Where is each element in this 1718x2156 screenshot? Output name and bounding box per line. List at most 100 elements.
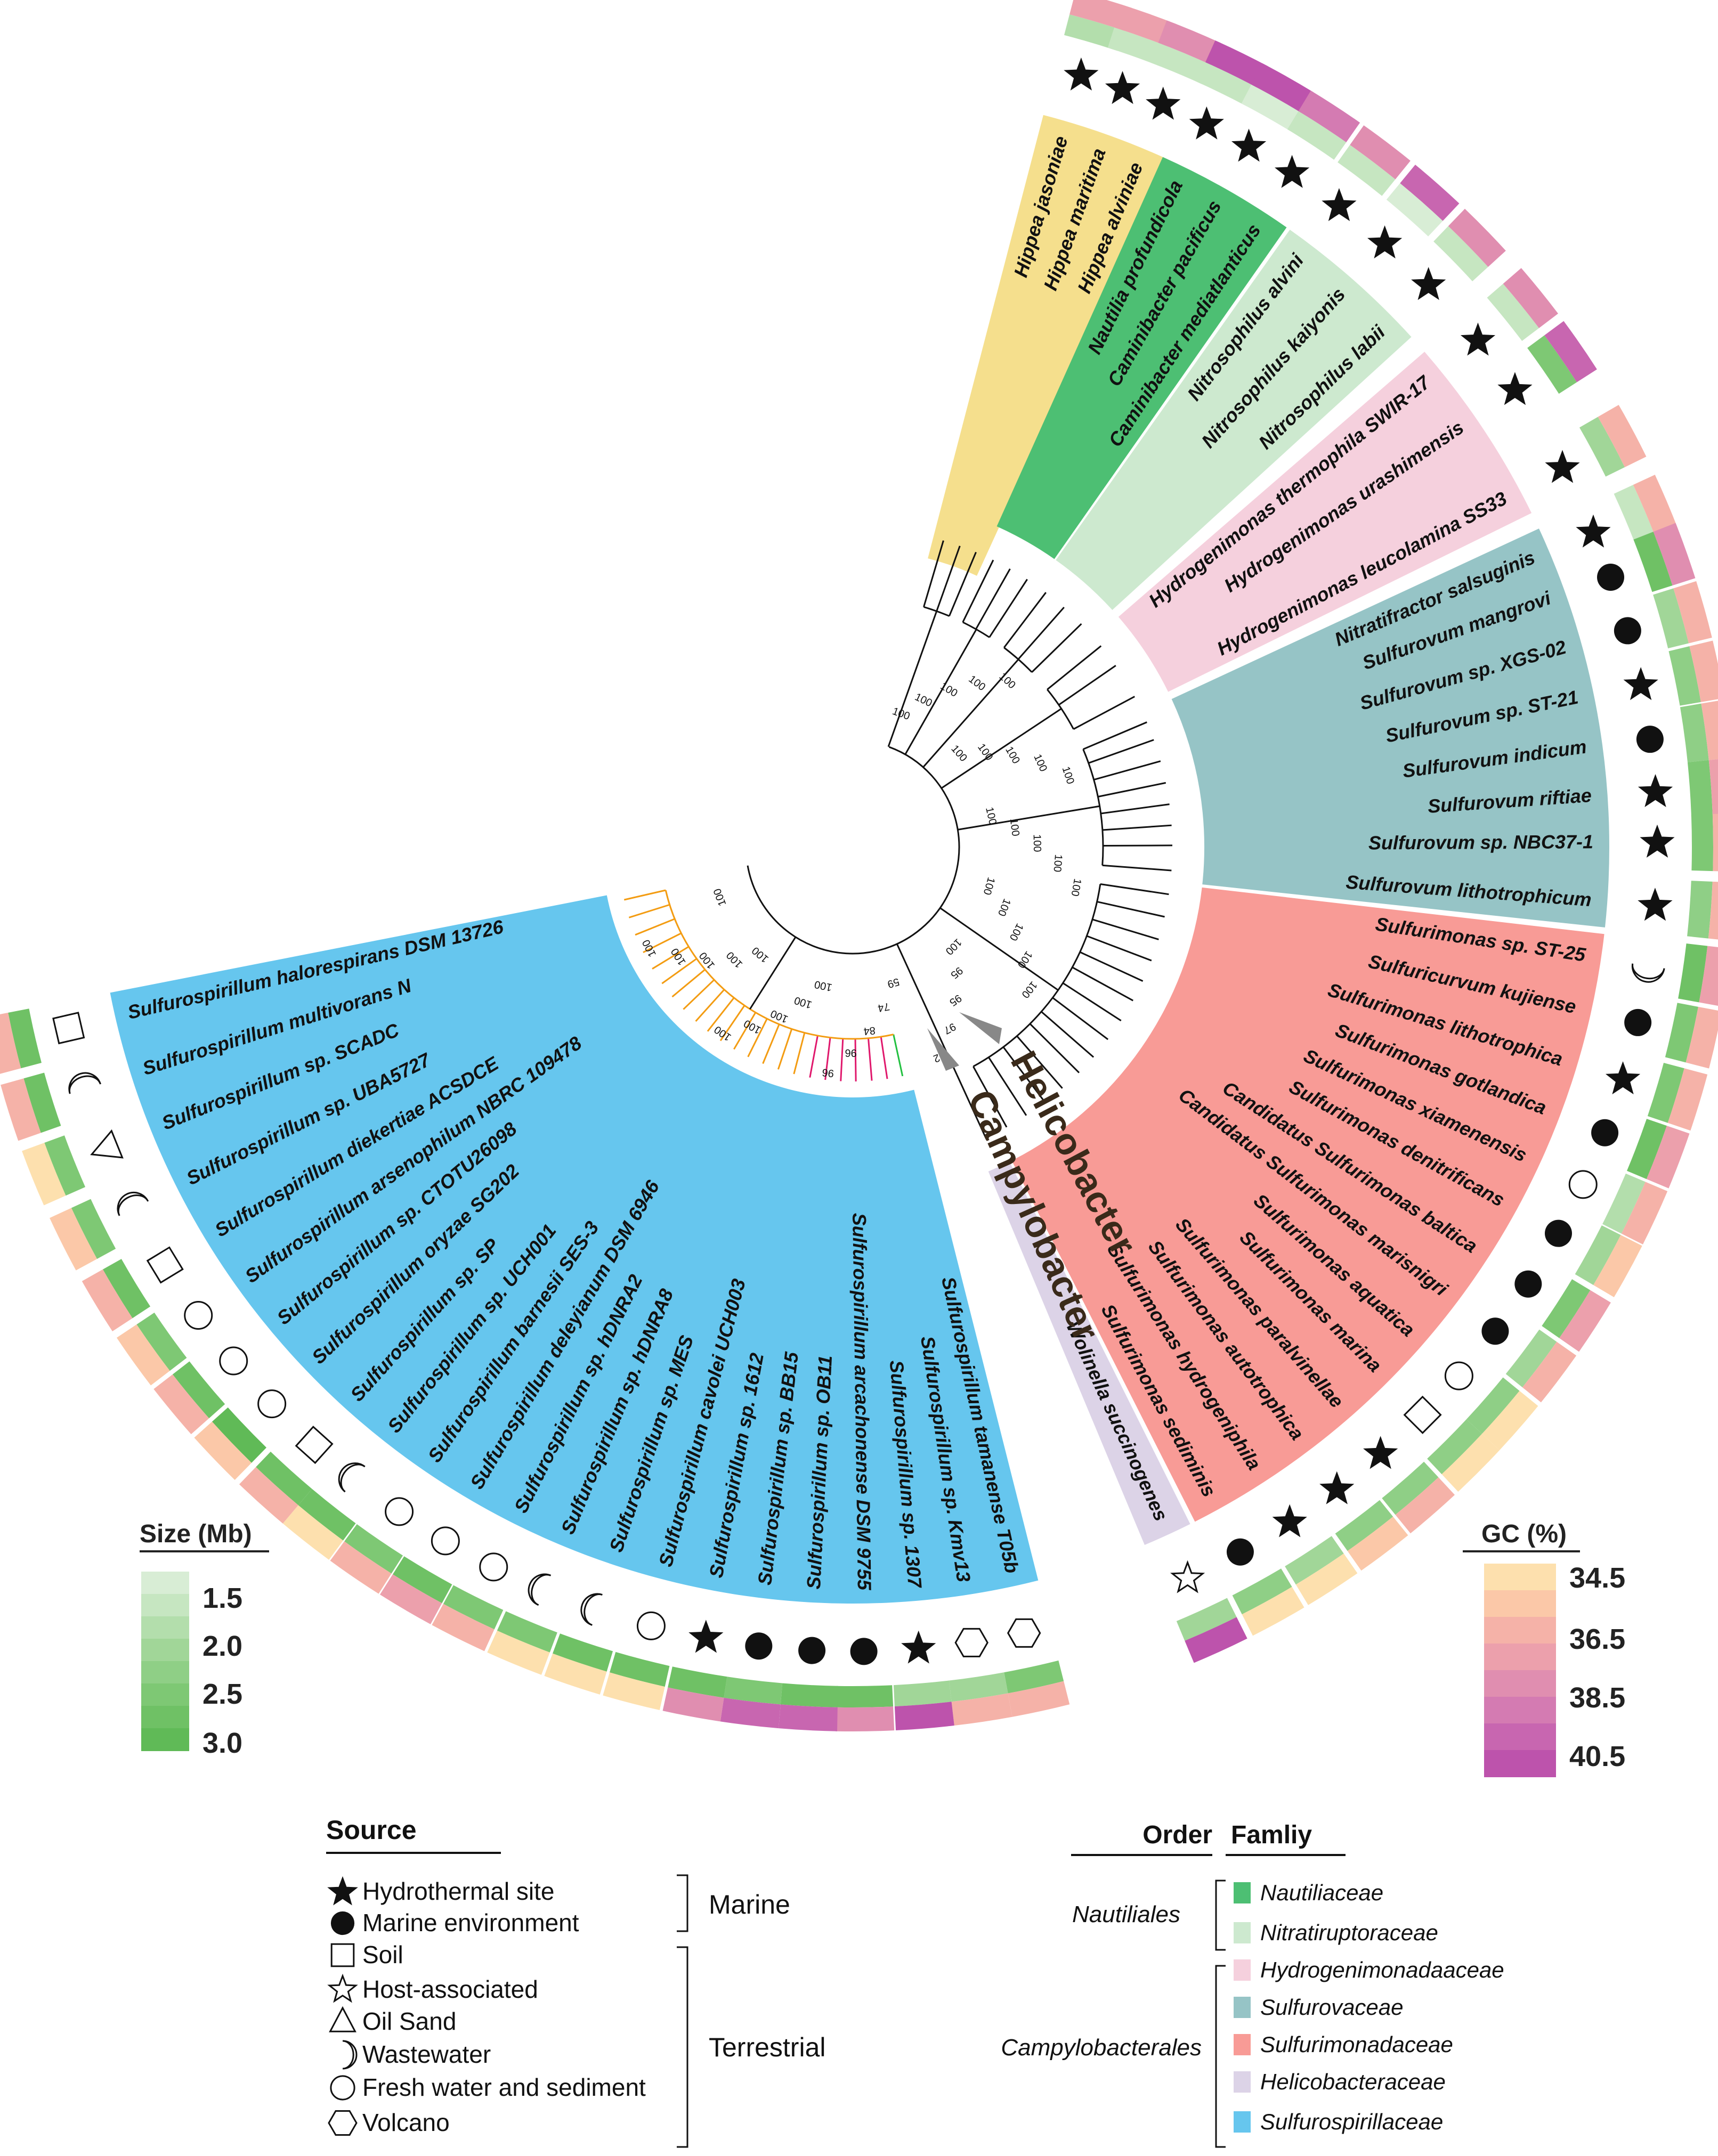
tip-branch (707, 997, 735, 1032)
gc-cell (1242, 1587, 1304, 1636)
size-cell (553, 1633, 613, 1672)
tip-branch (1093, 760, 1161, 781)
size-cell (1382, 1461, 1439, 1515)
sector-nitratiruptoraceae (1056, 230, 1412, 610)
tip-branch (1017, 606, 1065, 660)
source-legend-symbol (330, 1943, 355, 1967)
size-tick-3: 2.5 (202, 1678, 242, 1710)
family-swatch (1234, 1922, 1251, 1943)
gc-cell (1689, 640, 1718, 702)
taxon-label: Sulfurospirillum arcachonense DSM 9755 (848, 1213, 876, 1591)
tip-branch (1029, 1023, 1080, 1073)
source-symbol (1146, 86, 1181, 120)
size-cell (8, 1008, 42, 1069)
source-symbol (1367, 225, 1403, 259)
bootstrap-value: 100 (981, 876, 997, 896)
gc-cell (1646, 1126, 1690, 1189)
gc-cell (544, 1653, 607, 1695)
size-legend: Size (Mb) 1.5 2.0 2.5 3.0 (140, 1520, 269, 1759)
tip-branch (635, 918, 675, 936)
size-cell (949, 1672, 1008, 1702)
tip-branch (956, 1074, 987, 1138)
source-legend-title: Source (326, 1815, 417, 1845)
root-arc (747, 746, 960, 955)
gc-cell (1598, 405, 1647, 467)
family-name: Nitratiruptoraceae (1260, 1920, 1438, 1945)
gc-tick-4: 40.5 (1569, 1740, 1625, 1772)
tip-branch (1092, 918, 1159, 940)
source-symbol (1444, 1361, 1473, 1390)
source-item-freshwater: Fresh water and sediment (362, 2073, 646, 2101)
source-item-hydrothermal: Hydrothermal site (362, 1877, 554, 1905)
gc-cell (1295, 1553, 1358, 1605)
size-cell (1653, 588, 1689, 648)
size-cell (136, 1312, 187, 1371)
source-legend: Source Hydrothermal site Marine environm… (326, 1815, 825, 2148)
tip-branch (988, 579, 1028, 638)
source-symbol (1189, 106, 1224, 140)
size-cell (1614, 485, 1656, 546)
source-symbol (1231, 128, 1267, 162)
gc-legend-title: GC (%) (1481, 1520, 1567, 1548)
gc-cell (22, 1143, 66, 1206)
size-cell (1241, 84, 1301, 131)
gc-tick-1: 34.5 (1569, 1562, 1625, 1594)
gc-tick-3: 38.5 (1569, 1682, 1625, 1714)
order-campylobacterales: Campylobacterales (1001, 2035, 1202, 2061)
gc-cell (1185, 1617, 1247, 1663)
gc-colorbar-step (1484, 1750, 1556, 1777)
source-item-oilsand: Oil Sand (362, 2007, 456, 2035)
source-symbol (1605, 1061, 1641, 1095)
sector-hippea (928, 115, 1168, 576)
size-tick-2: 2.0 (202, 1630, 242, 1662)
tip-branch (671, 969, 706, 998)
source-symbol (1545, 450, 1580, 483)
gc-cell (662, 1687, 724, 1722)
gc-cell (1400, 165, 1460, 221)
source-symbol (745, 1632, 773, 1660)
source-legend-symbol (329, 2006, 356, 2032)
source-symbol (1544, 1219, 1572, 1247)
bootstrap-value: 100 (1019, 979, 1039, 1000)
source-legend-symbol (342, 2040, 358, 2070)
family-swatch (1234, 1882, 1251, 1903)
bootstrap-value: 100 (724, 949, 745, 970)
size-cell (668, 1666, 727, 1698)
size-tick-1: 1.5 (202, 1582, 242, 1614)
gc-colorbar-step (1484, 1697, 1556, 1724)
size-colorbar-step (141, 1639, 189, 1662)
gc-cell (379, 1574, 442, 1624)
source-symbol (1614, 617, 1641, 645)
source-symbol (1638, 888, 1673, 921)
source-item-wastewater: Wastewater (362, 2040, 491, 2068)
bootstrap-value: 100 (813, 978, 833, 993)
source-symbol (1226, 1538, 1254, 1566)
tip-branch (936, 546, 961, 612)
source-symbol (1007, 1618, 1041, 1648)
gc-cell (239, 1467, 298, 1524)
gc-cell (1559, 1290, 1611, 1352)
size-cell (1433, 226, 1488, 281)
family-title: Famliy (1231, 1821, 1312, 1849)
clade-stem (904, 629, 977, 755)
marine-bracket (677, 1874, 688, 1932)
bootstrap-value: 100 (1007, 922, 1026, 943)
tip-branch (880, 1036, 888, 1079)
gc-colorbar-step (1484, 1564, 1556, 1591)
gc-cell (1, 1078, 41, 1141)
gc-cell (1448, 208, 1506, 267)
tip-branch (777, 1028, 793, 1070)
tip-branch (1041, 1011, 1095, 1058)
size-cell (443, 1585, 504, 1630)
size-cell (1647, 1062, 1684, 1123)
campylobacterales-bracket (1215, 1965, 1226, 2148)
size-cell (497, 1611, 557, 1653)
tip-branch (1097, 901, 1165, 918)
gc-cell (951, 1693, 1012, 1726)
bootstrap-value: 97 (942, 1020, 958, 1036)
clade-arc (1003, 647, 1033, 673)
bootstrap-value: 95 (949, 964, 965, 981)
source-symbol (1272, 1504, 1307, 1537)
gc-cell (603, 1672, 665, 1711)
